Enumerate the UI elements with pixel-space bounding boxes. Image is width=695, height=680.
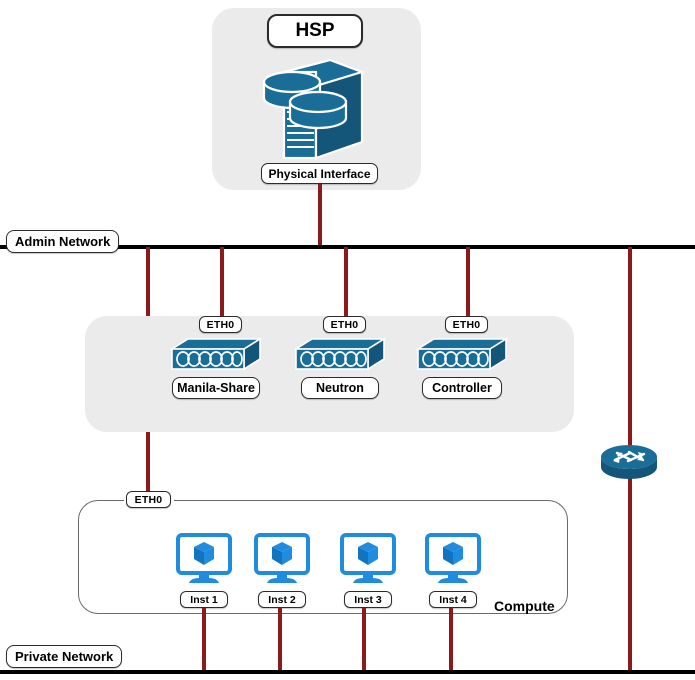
hsp-title-label: HSP	[295, 20, 335, 41]
private-network-pill: Private Network	[6, 645, 123, 668]
inst3-monitor-icon	[340, 533, 396, 584]
compute-eth0-label: ETH0	[134, 493, 163, 506]
link-inst1-to-private	[202, 608, 206, 672]
neutron-eth0-pill: ETH0	[323, 316, 366, 333]
inst3-label: Inst 3	[354, 593, 382, 606]
link-inst2-to-private	[278, 608, 282, 672]
inst1-monitor-icon	[176, 533, 232, 584]
controller-label: Controller	[432, 381, 492, 395]
private-network-label: Private Network	[15, 649, 114, 664]
hsp-title-pill: HSP	[267, 14, 363, 48]
link-admin-to-controller	[466, 247, 470, 323]
controller-switch-icon	[415, 337, 509, 372]
manila-share-eth0-label: ETH0	[206, 318, 235, 331]
manila-share-switch-icon	[169, 337, 263, 372]
compute-eth0-pill: ETH0	[126, 491, 171, 508]
link-inst4-to-private	[449, 608, 453, 672]
inst4-pill: Inst 4	[429, 591, 477, 608]
link-hsp-to-admin	[318, 184, 322, 247]
controller-eth0-label: ETH0	[452, 318, 481, 331]
services-panel	[85, 316, 574, 432]
compute-box	[78, 500, 568, 614]
inst3-pill: Inst 3	[344, 591, 392, 608]
inst4-monitor-icon	[425, 533, 481, 584]
inst2-monitor-icon	[254, 533, 310, 584]
neutron-pill: Neutron	[301, 377, 379, 399]
link-inst3-to-private	[362, 608, 366, 672]
neutron-label: Neutron	[316, 381, 364, 395]
manila-share-label: Manila-Share	[177, 381, 255, 395]
link-admin-to-neutron	[344, 247, 348, 323]
manila-share-pill: Manila-Share	[172, 377, 260, 399]
private-network-bus	[0, 670, 695, 674]
manila-share-eth0-pill: ETH0	[199, 316, 242, 333]
inst2-label: Inst 2	[268, 593, 296, 606]
inst1-pill: Inst 1	[180, 591, 228, 608]
storage-server-icon	[258, 50, 368, 160]
router-icon	[600, 443, 658, 485]
inst1-label: Inst 1	[190, 593, 218, 606]
admin-network-pill: Admin Network	[6, 230, 120, 253]
inst4-label: Inst 4	[439, 593, 467, 606]
controller-pill: Controller	[422, 377, 502, 399]
physical-interface-pill: Physical Interface	[261, 163, 378, 184]
link-admin-to-manila-share	[220, 247, 224, 323]
inst2-pill: Inst 2	[258, 591, 306, 608]
controller-eth0-pill: ETH0	[445, 316, 488, 333]
compute-label: Compute	[494, 598, 555, 614]
admin-network-label: Admin Network	[15, 234, 111, 249]
neutron-switch-icon	[293, 337, 387, 372]
neutron-eth0-label: ETH0	[330, 318, 359, 331]
physical-interface-label: Physical Interface	[268, 166, 371, 181]
